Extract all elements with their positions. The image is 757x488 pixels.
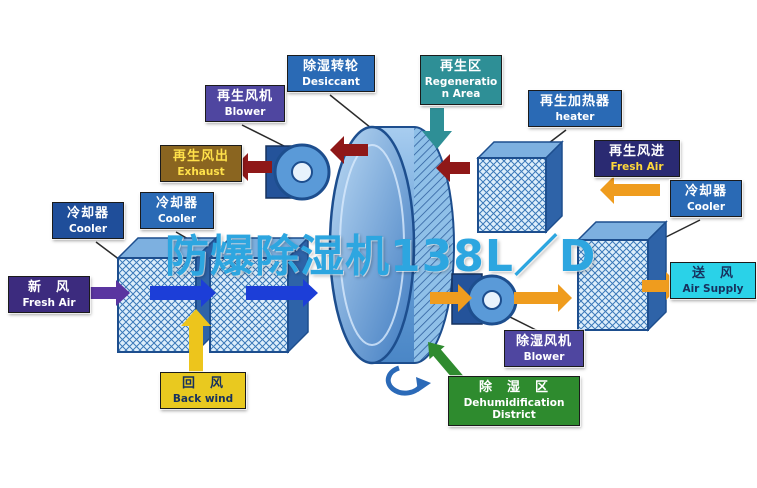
label-regen-blower: 再生风机 Blower xyxy=(204,83,286,124)
label-air-supply-en: Air Supply xyxy=(682,282,744,295)
label-dehum-district: 除 湿 区 Dehumidification District xyxy=(447,374,581,428)
process-flow-arrow-2 xyxy=(246,279,318,307)
regen-blower-fan xyxy=(265,143,331,201)
dehum-district-pointer-arrow xyxy=(428,342,466,386)
label-cooler-mid-en: Cooler xyxy=(157,212,197,225)
label-air-supply-zh: 送 风 xyxy=(691,266,734,281)
airflow-arrows xyxy=(84,108,680,386)
regen-hot-air-arrow xyxy=(436,154,470,182)
regen-fresh-inlet-arrow xyxy=(600,176,660,204)
label-cooler-right: 冷却器 Cooler xyxy=(669,178,743,219)
fresh-air-inlet-arrow xyxy=(84,280,130,306)
label-fresh-air-left-en: Fresh Air xyxy=(22,296,76,309)
label-regen-heater-zh: 再生加热器 xyxy=(539,94,610,109)
label-regen-heater-en: heater xyxy=(555,110,595,123)
label-cooler-left-zh: 冷却器 xyxy=(66,206,109,221)
regen-outflow-arrow xyxy=(330,136,368,164)
label-cooler-mid: 冷却器 Cooler xyxy=(139,190,215,231)
label-regen-fresh-air-zh: 再生风进 xyxy=(608,144,665,159)
exhaust-arrow xyxy=(234,153,272,181)
label-back-wind-en: Back wind xyxy=(172,392,234,405)
label-cooler-mid-zh: 冷却器 xyxy=(155,196,198,211)
label-regen-heater: 再生加热器 heater xyxy=(527,88,623,129)
label-regen-area: 再生区 Regeneration Area xyxy=(419,53,503,107)
label-cooler-right-en: Cooler xyxy=(686,200,726,213)
regen-area-pointer-arrow xyxy=(422,108,452,149)
label-exhaust: 再生风出 Exhaust xyxy=(159,143,243,184)
label-regen-fresh-air-en: Fresh Air xyxy=(610,160,664,173)
label-fresh-air-left-zh: 新 风 xyxy=(27,280,70,295)
label-exhaust-en: Exhaust xyxy=(177,165,225,178)
wheel-rotation-arrowhead-icon xyxy=(416,377,431,392)
wheel-front-face xyxy=(328,125,416,365)
process-flow-arrow-1 xyxy=(150,279,216,307)
desiccant-wheel xyxy=(328,125,455,396)
label-back-wind: 回 风 Back wind xyxy=(159,370,247,411)
label-air-supply: 送 风 Air Supply xyxy=(669,260,757,301)
label-dehum-blower-en: Blower xyxy=(523,350,565,363)
heat-exchanger-mid xyxy=(208,236,310,354)
dry-air-arrow-2 xyxy=(514,284,572,312)
regen-heater-box xyxy=(476,140,564,234)
label-exhaust-zh: 再生风出 xyxy=(172,149,229,164)
label-fresh-air-left: 新 风 Fresh Air xyxy=(7,274,91,315)
wheel-inner-ring xyxy=(339,144,405,346)
watermark-title: 防爆除湿机138L／D xyxy=(165,231,597,282)
label-dehum-district-zh: 除 湿 区 xyxy=(478,380,549,395)
label-back-wind-zh: 回 风 xyxy=(181,376,224,391)
label-regen-fresh-air: 再生风进 Fresh Air xyxy=(593,138,681,179)
wheel-rotation-arrow-icon xyxy=(385,365,424,396)
label-dehum-district-en: Dehumidification District xyxy=(463,396,565,422)
return-air-arrow xyxy=(181,309,211,372)
label-regen-blower-en: Blower xyxy=(224,105,266,118)
label-desiccant-en: Desiccant xyxy=(302,75,360,88)
dry-air-arrow-1 xyxy=(430,284,472,312)
label-cooler-left-en: Cooler xyxy=(68,222,108,235)
label-desiccant: 除湿转轮 Desiccant xyxy=(286,53,376,94)
label-cooler-right-zh: 冷却器 xyxy=(684,184,727,199)
label-desiccant-zh: 除湿转轮 xyxy=(302,59,359,74)
label-regen-area-en: Regeneration Area xyxy=(424,75,498,101)
label-dehum-blower-zh: 除湿风机 xyxy=(515,334,572,349)
label-regen-area-zh: 再生区 xyxy=(439,59,482,74)
label-regen-blower-zh: 再生风机 xyxy=(216,89,273,104)
label-dehum-blower: 除湿风机 Blower xyxy=(503,328,585,369)
label-cooler-left: 冷却器 Cooler xyxy=(51,200,125,241)
